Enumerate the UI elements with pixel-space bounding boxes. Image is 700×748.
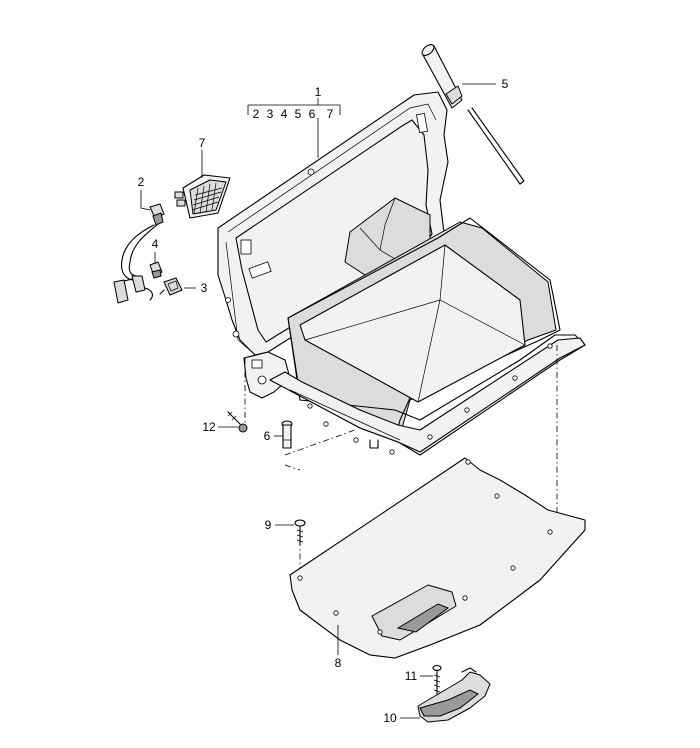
callout-1-sub-4: 4 <box>281 107 288 121</box>
callout-3: 3 <box>201 281 208 295</box>
callout-11: 11 <box>405 669 418 683</box>
glove-box-lamp <box>174 174 231 219</box>
screw-9 <box>294 519 306 546</box>
callout-9: 9 <box>265 518 272 532</box>
callout-2: 2 <box>138 175 145 189</box>
callout-1-sub-5: 5 <box>295 107 302 121</box>
clip-4 <box>149 261 163 279</box>
callout-8: 8 <box>335 656 342 670</box>
callout-12: 12 <box>202 420 216 434</box>
screw-11 <box>432 664 442 695</box>
wiring-harness <box>113 203 165 304</box>
lid-handle <box>417 667 491 723</box>
callout-labels: 1 2 3 4 5 6 7 2 3 4 5 6 7 8 9 10 11 12 <box>138 77 509 725</box>
callout-1-sub-7: 7 <box>327 107 334 121</box>
callout-1-sub-6: 6 <box>309 107 316 121</box>
flashlight <box>421 44 525 185</box>
callout-1-sub-2: 2 <box>253 107 260 121</box>
callout-7: 7 <box>199 136 206 150</box>
callout-1: 1 <box>315 85 322 99</box>
callout-5: 5 <box>502 77 509 91</box>
glove-box-lid <box>289 457 586 659</box>
bolt-6 <box>281 420 293 449</box>
callout-1-sub-3: 3 <box>267 107 274 121</box>
callout-10: 10 <box>383 711 397 725</box>
leader-lines <box>140 83 496 719</box>
glove-box-bin <box>269 217 586 456</box>
callout-6: 6 <box>264 429 271 443</box>
switch-3 <box>159 277 183 296</box>
callout-4: 4 <box>152 237 159 251</box>
screw-12 <box>227 411 248 433</box>
